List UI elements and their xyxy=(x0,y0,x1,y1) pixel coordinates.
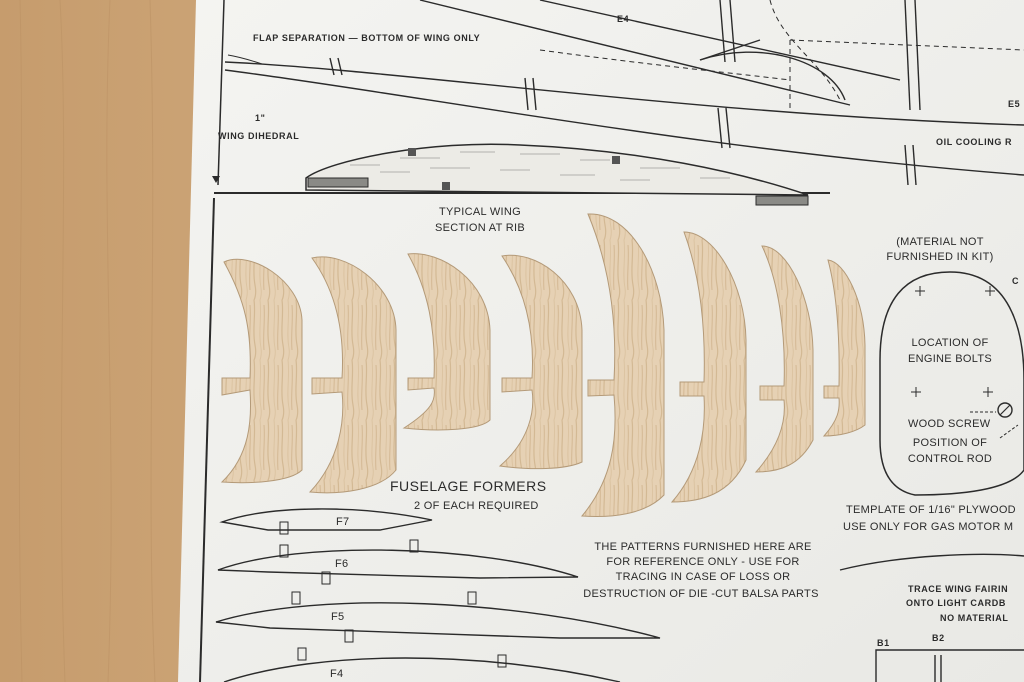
former-piece xyxy=(580,213,665,518)
e4-label: E4 xyxy=(617,14,630,24)
b2-label: B2 xyxy=(932,633,945,643)
patterns-note-4: DESTRUCTION OF DIE -CUT BALSA PARTS xyxy=(583,588,819,600)
dihedral-value: 1" xyxy=(255,113,266,123)
template-note-1: TEMPLATE OF 1/16" PLYWOOD xyxy=(846,504,1016,516)
fairing-note-3: NO MATERIAL xyxy=(940,613,1009,623)
wood-screw-icon xyxy=(997,402,1013,418)
wing-section-rib xyxy=(305,143,809,196)
f4-label: F4 xyxy=(330,668,344,680)
wood-grain xyxy=(18,0,156,682)
former-piece xyxy=(754,245,814,473)
fairing-outlines xyxy=(215,508,1024,682)
former-piece xyxy=(498,254,583,470)
fairing-note-1: TRACE WING FAIRIN xyxy=(908,584,1009,594)
engine-bolts-1: LOCATION OF xyxy=(911,337,989,349)
f7-label: F7 xyxy=(336,516,350,528)
wing-plan-lines xyxy=(224,0,1024,186)
template-note-2: USE ONLY FOR GAS MOTOR M xyxy=(843,521,1014,533)
wing-dihedral-label: WING DIHEDRAL xyxy=(218,131,300,141)
material-note-1: (MATERIAL NOT xyxy=(896,236,984,248)
patterns-note-3: TRACING IN CASE OF LOSS OR xyxy=(615,571,791,583)
former-piece xyxy=(670,231,747,503)
bolt-marks xyxy=(911,286,995,397)
oil-cooling-label: OIL COOLING R xyxy=(936,137,1013,147)
wing-section-caption-2: SECTION AT RIB xyxy=(435,222,525,234)
control-rod-pointer xyxy=(999,424,1019,439)
fuselage-formers-subtitle: 2 OF EACH REQUIRED xyxy=(414,500,539,512)
wing-section-caption-1: TYPICAL WING xyxy=(438,206,522,218)
b-former-outline xyxy=(875,649,1024,682)
rib-leading-edge xyxy=(307,177,369,188)
flap-separation-label: FLAP SEPARATION — BOTTOM OF WING ONLY xyxy=(253,33,481,43)
fuselage-formers-title: FUSELAGE FORMERS xyxy=(390,478,547,494)
wood-screw-icon-slash xyxy=(999,404,1011,416)
former-piece xyxy=(308,256,397,494)
control-rod-2: CONTROL ROD xyxy=(907,453,993,465)
engine-bolts-2: ENGINE BOLTS xyxy=(907,353,993,365)
edge-fragment: C xyxy=(1012,276,1020,286)
engine-mount-template xyxy=(879,271,1024,496)
fairing-note-2: ONTO LIGHT CARDB xyxy=(906,598,1006,608)
material-note-2: FURNISHED IN KIT) xyxy=(886,251,994,263)
wood-screw-label: WOOD SCREW xyxy=(908,418,991,430)
rib-spar-notch xyxy=(408,148,416,156)
former-piece xyxy=(402,253,491,431)
f5-label: F5 xyxy=(331,611,345,623)
control-rod-1: POSITION OF xyxy=(912,437,988,449)
wing-dashed-lines xyxy=(539,0,1024,110)
former-piece xyxy=(220,258,303,484)
dihedral-arrow-icon xyxy=(212,176,220,183)
patterns-note-1: THE PATTERNS FURNISHED HERE ARE xyxy=(594,541,812,553)
b1-label: B1 xyxy=(877,638,890,648)
f6-label: F6 xyxy=(335,558,349,570)
rib-trailing-edge xyxy=(755,195,809,206)
former-piece xyxy=(822,259,866,437)
patterns-note-2: FOR REFERENCE ONLY - USE FOR xyxy=(606,556,800,568)
rib-spar-notch xyxy=(442,182,450,190)
e5-label: E5 xyxy=(1008,99,1021,109)
fairing-tabs xyxy=(279,521,507,668)
rib-spar-notch xyxy=(612,156,620,164)
fuselage-formers xyxy=(220,213,866,518)
